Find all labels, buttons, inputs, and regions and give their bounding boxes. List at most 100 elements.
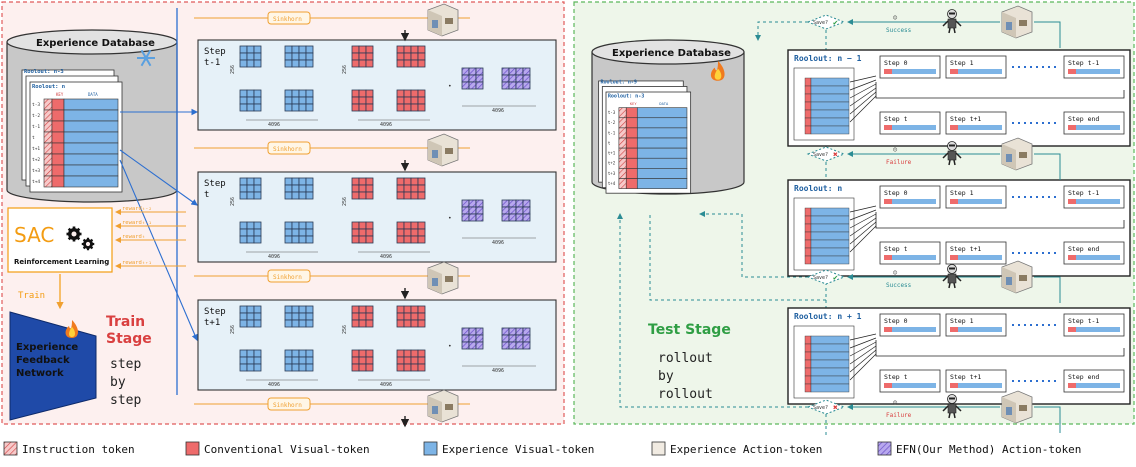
sinkhorn-label: Sinkhorn [273, 402, 302, 409]
step-by-step-label: step [110, 393, 141, 408]
conventional-visual-token-grid [351, 45, 374, 68]
step-by-step-label: step [110, 357, 141, 372]
dim-4096-label: 4096 [268, 122, 280, 128]
step-red-bar [950, 327, 958, 332]
test-db-data-cell [636, 168, 688, 179]
train-db-instruction-cell [43, 153, 53, 166]
step-blue-bar [892, 255, 936, 260]
test-db-key-cell [625, 168, 638, 179]
step-red-bar [950, 125, 958, 130]
cross-icon: ✖ [833, 403, 838, 412]
rl-label: Reinforcement Learning [14, 258, 109, 266]
efn-action-token-grid [461, 67, 484, 90]
step-cell-label: Step t-1 [1068, 59, 1099, 67]
sinkhorn-label: Sinkhorn [273, 274, 302, 281]
loop-line [1034, 21, 1061, 48]
efn-action-token-grid [501, 327, 531, 350]
test-db-data-cell [636, 117, 688, 129]
reward-label: rewardₜ₊₁ [122, 260, 152, 266]
conventional-visual-token-grid [351, 89, 374, 112]
success-save-arrow [699, 211, 808, 278]
wire [849, 353, 877, 381]
step-blue-bar [958, 255, 1002, 260]
step-cell-label: Step end [1068, 245, 1099, 253]
experience-visual-token-grid [239, 177, 262, 200]
loop-line [1034, 153, 1061, 180]
room-scene-icon [1001, 260, 1033, 294]
outcome-label: Success [886, 282, 912, 289]
test-stage-title: Test Stage [648, 322, 731, 338]
step-red-bar [1068, 327, 1076, 332]
test-db-row-label: t-2 [608, 120, 616, 125]
step-cell-label: Step t-1 [1068, 317, 1099, 325]
experience-visual-token-grid [284, 305, 314, 328]
train-step-label: t [204, 190, 209, 200]
retrieve-path [617, 213, 808, 408]
step-red-bar [1068, 125, 1076, 130]
face-icon: ☹ [893, 146, 898, 154]
wire [849, 341, 877, 357]
room-scene-icon [1001, 137, 1033, 171]
mini-data-cell [810, 93, 850, 103]
success-save-arrow [755, 21, 808, 41]
step-red-bar [1068, 69, 1076, 74]
save-diamond [806, 399, 846, 415]
train-db-row-label: t-3 [32, 102, 40, 108]
test-db-row-label: t+2 [608, 161, 616, 166]
step-red-bar [884, 255, 892, 260]
test-db-row-label: t-1 [608, 130, 616, 135]
mini-key-cell [804, 239, 812, 249]
room-scene-icon [427, 389, 459, 423]
rollout-by-rollout-label: by [658, 369, 674, 384]
save-diamond [806, 269, 846, 285]
loop-line [1034, 276, 1061, 303]
wire [849, 221, 877, 245]
train-stage-title: Stage [106, 331, 152, 347]
test-db-rollout-back: Roolout: n-9 [600, 80, 636, 86]
test-db-title: Experience Database [612, 48, 731, 59]
room-scene-icon [427, 261, 459, 295]
step-blue-bar [1076, 125, 1120, 130]
efn-label: Network [16, 368, 64, 379]
legend-label: EFN(Our Method) Action-token [896, 443, 1081, 456]
step-blue-bar [892, 125, 936, 130]
train-step-label: t+1 [204, 318, 220, 328]
mini-key-cell [804, 247, 812, 257]
efn-action-token-grid [461, 199, 484, 222]
train-db-title: Experience Database [36, 38, 155, 49]
test-db-data-cell [636, 178, 688, 189]
face-icon: ☹ [893, 399, 898, 407]
train-feed-arrow [119, 159, 198, 342]
check-icon: ✔ [833, 18, 838, 27]
wire [849, 87, 877, 107]
train-db-data-label: DATA [88, 92, 98, 97]
test-db-data-cell [636, 127, 688, 139]
dim-4096-label: 4096 [380, 254, 392, 260]
legend-label: Experience Action-token [670, 443, 822, 456]
mini-key-cell [804, 383, 812, 393]
test-db-instruction-cell [618, 137, 627, 149]
mini-data-cell [810, 367, 850, 377]
test-db-data-cell [636, 147, 688, 159]
mini-key-cell [804, 117, 812, 127]
reward-label: rewardₜ [122, 234, 145, 240]
save-decision: Save?✖Failure☹ [806, 399, 1000, 419]
mini-key-cell [804, 255, 812, 265]
experience-visual-token-grid [284, 177, 314, 200]
train-db-row-label: t [32, 135, 35, 141]
legend-item: Experience Action-token [651, 441, 822, 456]
test-db-row-label: t [608, 140, 611, 145]
test-db-key-cell [625, 178, 638, 189]
wire [849, 91, 877, 115]
step-cell-label: Step t+1 [950, 373, 981, 381]
train-step-label: Step [204, 307, 226, 317]
conventional-visual-token-grid [396, 45, 426, 68]
train-db-data-cell [63, 109, 119, 122]
test-db-row-label: t+4 [608, 181, 616, 186]
dim-4096-label: 4096 [268, 382, 280, 388]
